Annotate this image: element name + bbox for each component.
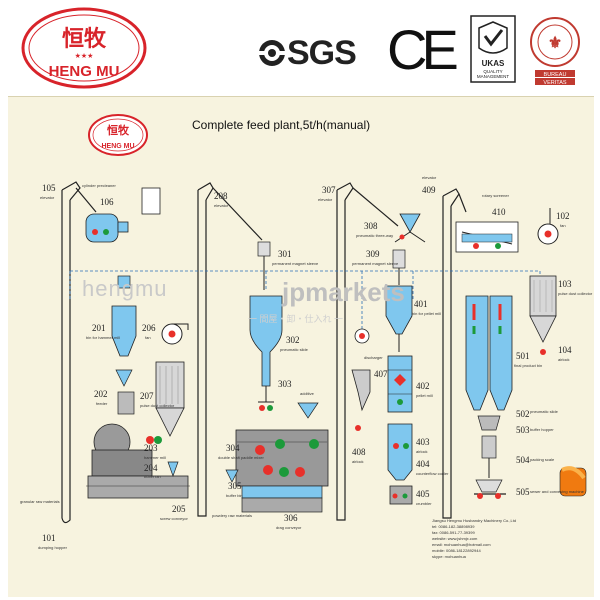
fan-102: [537, 208, 559, 245]
cyclone-407: [351, 328, 371, 431]
watermark-text: hengmu: [82, 276, 168, 301]
label-105: 105: [42, 183, 56, 193]
final-product-bins-501: [465, 295, 513, 411]
logo-brand-cn: 恒牧: [62, 26, 107, 52]
magnet-sleeve-301: [257, 241, 271, 290]
label-cylinder-precleaner: cylinder precleaner: [82, 183, 116, 188]
sgs-globe-icon: [259, 40, 285, 66]
svg-text:⚜: ⚜: [548, 35, 562, 52]
header: 恒牧 ★★★ HENG MU SGS CE UKAS QUALITY MANAG…: [0, 0, 600, 92]
diagram-title: Complete feed plant,5t/h(manual): [192, 118, 371, 132]
ce-mark: CE: [387, 18, 459, 81]
pulse-dust-collector-103: [529, 275, 557, 355]
svg-text:HENG MU: HENG MU: [101, 143, 134, 150]
doorframe: [141, 187, 161, 215]
bureau-veritas-badge: ⚜ BUREAU VERITAS: [530, 17, 580, 86]
three-way-308: [394, 213, 426, 243]
watermark-subtitle: 一 間屋・卸・仕入れ 一: [248, 314, 344, 324]
pulse-dust-collector-207: [155, 361, 185, 437]
elevators: [61, 181, 467, 524]
rotary-screener-410: [455, 221, 519, 253]
fan-206: [161, 323, 189, 345]
bv-top-label: BUREAU: [544, 72, 567, 78]
heng-mu-logo: 恒牧 ★★★ HENG MU: [21, 7, 147, 89]
packing-line: [474, 415, 506, 499]
svg-text:恒牧: 恒牧: [107, 123, 130, 137]
additive-hopper: [297, 402, 319, 419]
logo-stars: ★★★: [75, 52, 94, 60]
svg-text:QUALITY: QUALITY: [483, 69, 502, 74]
counterflow-cooler-404: [387, 423, 413, 505]
sewing-machine-icon: [559, 466, 587, 497]
ukas-badge: UKAS QUALITY MANAGEMENT: [470, 15, 516, 83]
paddle-mixer-304: [235, 429, 329, 513]
svg-text:MANAGEMENT: MANAGEMENT: [477, 74, 510, 79]
cylinder-precleaner: [85, 213, 129, 243]
contact-info: Jiangsu Hengmu Husbandry Machinery Co.,L…: [432, 518, 517, 559]
bv-bottom-label: VERITAS: [543, 80, 566, 86]
pellet-mill-402: [387, 355, 413, 413]
buffer-bin-305: [225, 469, 239, 483]
bin-302: [249, 295, 283, 411]
hammer-mill-line: [86, 275, 190, 499]
panel-logo: 恒牧 HENG MU: [88, 114, 148, 156]
ukas-label: UKAS: [482, 59, 505, 68]
watermark-brand: jpmarkets: [282, 277, 405, 307]
pellet-bin-401: [385, 285, 413, 352]
sgs-logo-text: SGS: [287, 34, 357, 72]
logo-brand-en: HENG MU: [49, 63, 120, 80]
